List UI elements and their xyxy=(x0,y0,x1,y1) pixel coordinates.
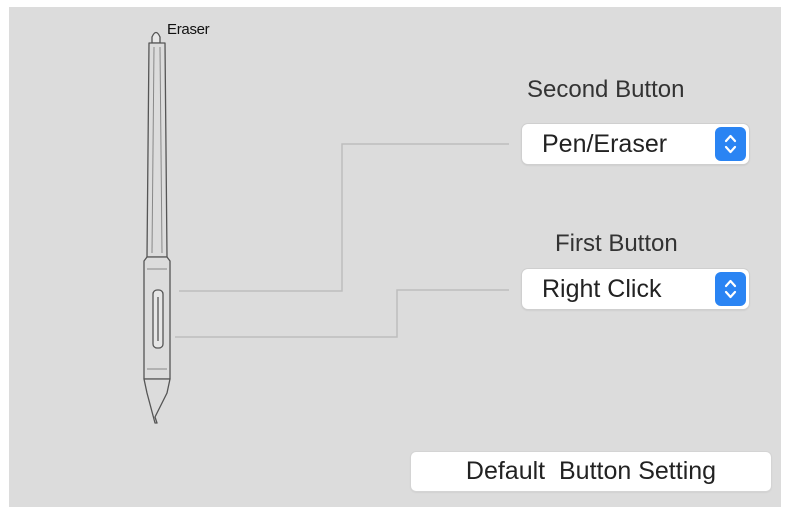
stylus-pen-icon xyxy=(143,31,509,424)
eraser-label: Eraser xyxy=(167,21,210,38)
first-button-select[interactable]: Right Click xyxy=(522,269,749,309)
second-button-title: Second Button xyxy=(527,76,685,103)
second-button-select[interactable]: Pen/Eraser xyxy=(522,124,749,164)
second-button-connector xyxy=(179,143,509,292)
first-button-title: First Button xyxy=(555,230,678,257)
up-down-chevron-icon[interactable] xyxy=(715,272,746,306)
default-button-label: Default Button Setting xyxy=(465,457,717,485)
up-down-chevron-icon[interactable] xyxy=(715,127,746,161)
first-button-value: Right Click xyxy=(542,275,662,303)
default-button-setting-button[interactable]: Default Button Setting xyxy=(411,452,771,491)
second-button-value: Pen/Eraser xyxy=(542,130,668,158)
pen-settings-panel: Eraser Second Button Pen/Eraser First Bu… xyxy=(9,7,781,507)
first-button-connector xyxy=(175,289,509,338)
